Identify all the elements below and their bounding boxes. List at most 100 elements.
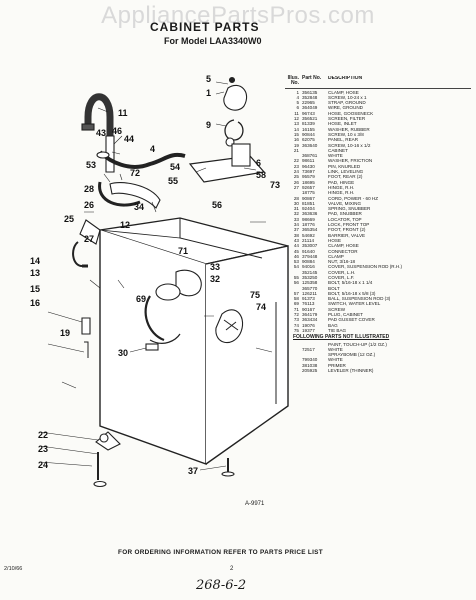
part-no-cell: 125358	[302, 280, 318, 286]
illus-no-cell: 22	[293, 158, 299, 164]
part-no-cell: 81851	[302, 200, 315, 206]
illus-no-cell: 5	[296, 100, 299, 106]
illus-no-cell: 4	[296, 94, 299, 100]
callout-22: 22	[38, 430, 48, 440]
callout-56: 56	[212, 200, 222, 210]
illus-no-cell: 27	[293, 184, 299, 190]
part-no-cell: 352848	[302, 94, 318, 100]
part-no-cell: 368761	[302, 153, 318, 159]
callout-43: 43	[96, 128, 106, 138]
cabinet-side	[205, 245, 289, 465]
page-title: CABINET PARTS	[150, 20, 260, 34]
part-no-cell: 126211	[302, 290, 317, 296]
description-cell: LOCATOR, TOP	[328, 216, 362, 222]
callout-34: 34	[134, 202, 144, 212]
description-cell: BAG	[328, 322, 338, 328]
callout-25: 25	[64, 214, 74, 224]
illus-no-cell: 69	[293, 301, 299, 307]
description-cell: PAINT, TOUCH-UP (1/2 OZ.)	[328, 341, 387, 347]
illus-no-cell: 1	[296, 89, 299, 95]
illus-no-cell: 6	[296, 105, 299, 111]
part-no-cell: 379448	[302, 253, 318, 259]
callout-27: 27	[84, 234, 94, 244]
callout-9: 9	[206, 120, 211, 130]
description-cell: WHITE	[328, 153, 343, 159]
callout-19: 19	[60, 328, 70, 338]
illus-no-cell: 53	[293, 259, 299, 265]
description-cell: CLAMP	[328, 253, 344, 259]
callout-69: 69	[136, 294, 146, 304]
illus-no-cell: 75	[293, 327, 299, 333]
illus-no-cell: 23	[293, 163, 299, 169]
header-description: DESCRIPTION	[328, 76, 363, 81]
description-cell: VALVE, MIXING	[328, 200, 362, 206]
callout-75: 75	[250, 290, 260, 300]
description-cell: PIN, KNURLED	[328, 163, 361, 169]
part-no-cell: 364049	[302, 105, 318, 111]
callout-15: 15	[30, 284, 40, 294]
part-no-cell: 18775	[302, 190, 315, 196]
description-cell: CONNECTOR	[328, 248, 358, 254]
description-cell: PAD, HINGE	[328, 179, 355, 185]
part-no-cell: 96743	[302, 110, 315, 116]
callout-30: 30	[118, 348, 128, 358]
callout-23: 23	[38, 444, 48, 454]
callout-26: 26	[84, 200, 94, 210]
description-cell: HINGE, R.H.	[328, 184, 355, 190]
part-no-cell: 91373	[302, 296, 315, 302]
parts-list-header: Illus. No. Part No. DESCRIPTION	[285, 75, 471, 87]
part-no-cell: 98669	[302, 216, 315, 222]
callout-58: 58	[256, 170, 266, 180]
illus-no-cell: 44	[293, 243, 299, 249]
part-no-cell: 353007	[302, 243, 318, 249]
part-no-cell: 95579	[302, 174, 315, 180]
description-cell: SCREEN, FILTER	[328, 116, 366, 122]
description-cell: TIE BAG	[328, 327, 347, 333]
description-cell: SWITCH, WATER LEVEL	[328, 301, 381, 307]
callout-12: 12	[120, 220, 130, 230]
description-cell: CABINET	[328, 147, 348, 153]
description-cell: PLUG, CABINET	[328, 312, 363, 318]
part-no-cell: 363640	[302, 142, 318, 148]
page-number: 2	[230, 566, 234, 572]
callout-33: 33	[210, 262, 220, 272]
description-cell: COVER, L.H.	[328, 269, 356, 275]
description-cell: LOCK, FRONT TOP	[328, 222, 370, 228]
part-no-cell: 352145	[302, 269, 318, 275]
part-no-cell: 73697	[302, 169, 315, 175]
part-no-cell: 72517	[302, 346, 315, 352]
model-subtitle: For Model LAA3340W0	[164, 36, 262, 46]
exploded-parts-diagram: 5 1 9 11 43 46 44 4 53 72 6 54 55 58 73 …	[30, 74, 289, 488]
illus-no-cell: 11	[294, 110, 299, 116]
part-no-cell: 94016	[302, 264, 315, 270]
illus-no-cell: 24	[293, 169, 299, 175]
gooseneck-hose	[84, 93, 114, 136]
illus-no-cell: 19	[293, 142, 299, 148]
illus-no-cell: 26	[293, 179, 299, 185]
part-no-cell: 18695	[302, 179, 315, 185]
hose-clamp	[223, 84, 248, 111]
